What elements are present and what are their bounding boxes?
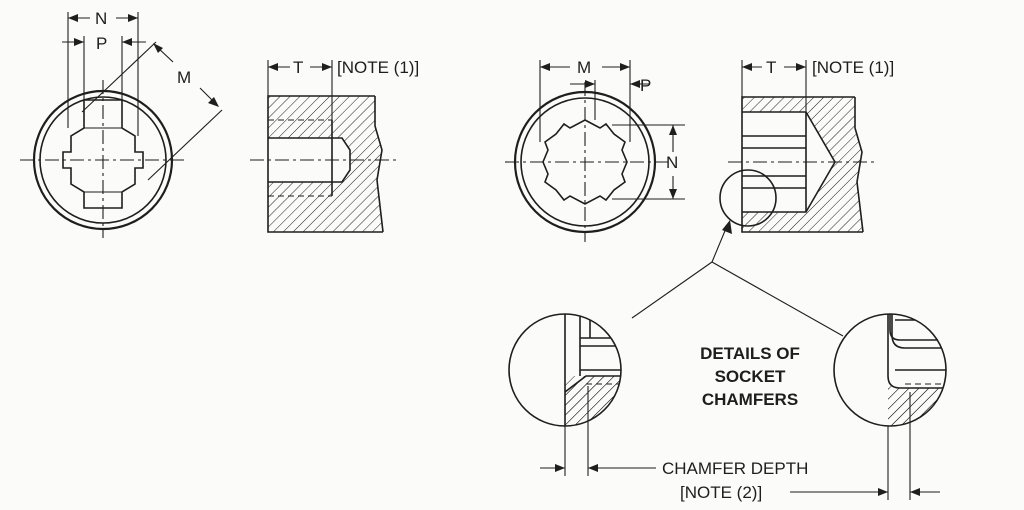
detail-left [508,313,656,476]
left-section-view [250,60,396,233]
chamfer-note-label: [NOTE (2)] [680,483,762,502]
left-end-view [20,12,223,238]
p-label-left: P [96,34,107,53]
detail-right [790,313,947,500]
right-end-view [505,60,685,242]
chamfer-depth-label: CHAMFER DEPTH [662,459,808,478]
m-label-left: M [177,68,191,87]
note1-label-left: [NOTE (1)] [337,58,419,77]
t-label-left: T [293,58,303,77]
leader-lines [631,220,844,337]
p-label-right: P [640,76,651,95]
right-section-view [719,60,878,233]
note1-label-right: [NOTE (1)] [812,58,894,77]
details-title-line2: SOCKET [715,367,786,386]
details-title-line3: CHAMFERS [702,390,798,409]
m-label-right: M [577,58,591,77]
n-label-right: N [666,153,678,172]
n-label-left: N [95,9,107,28]
details-title-line1: DETAILS OF [700,344,800,363]
t-label-right: T [766,58,776,77]
